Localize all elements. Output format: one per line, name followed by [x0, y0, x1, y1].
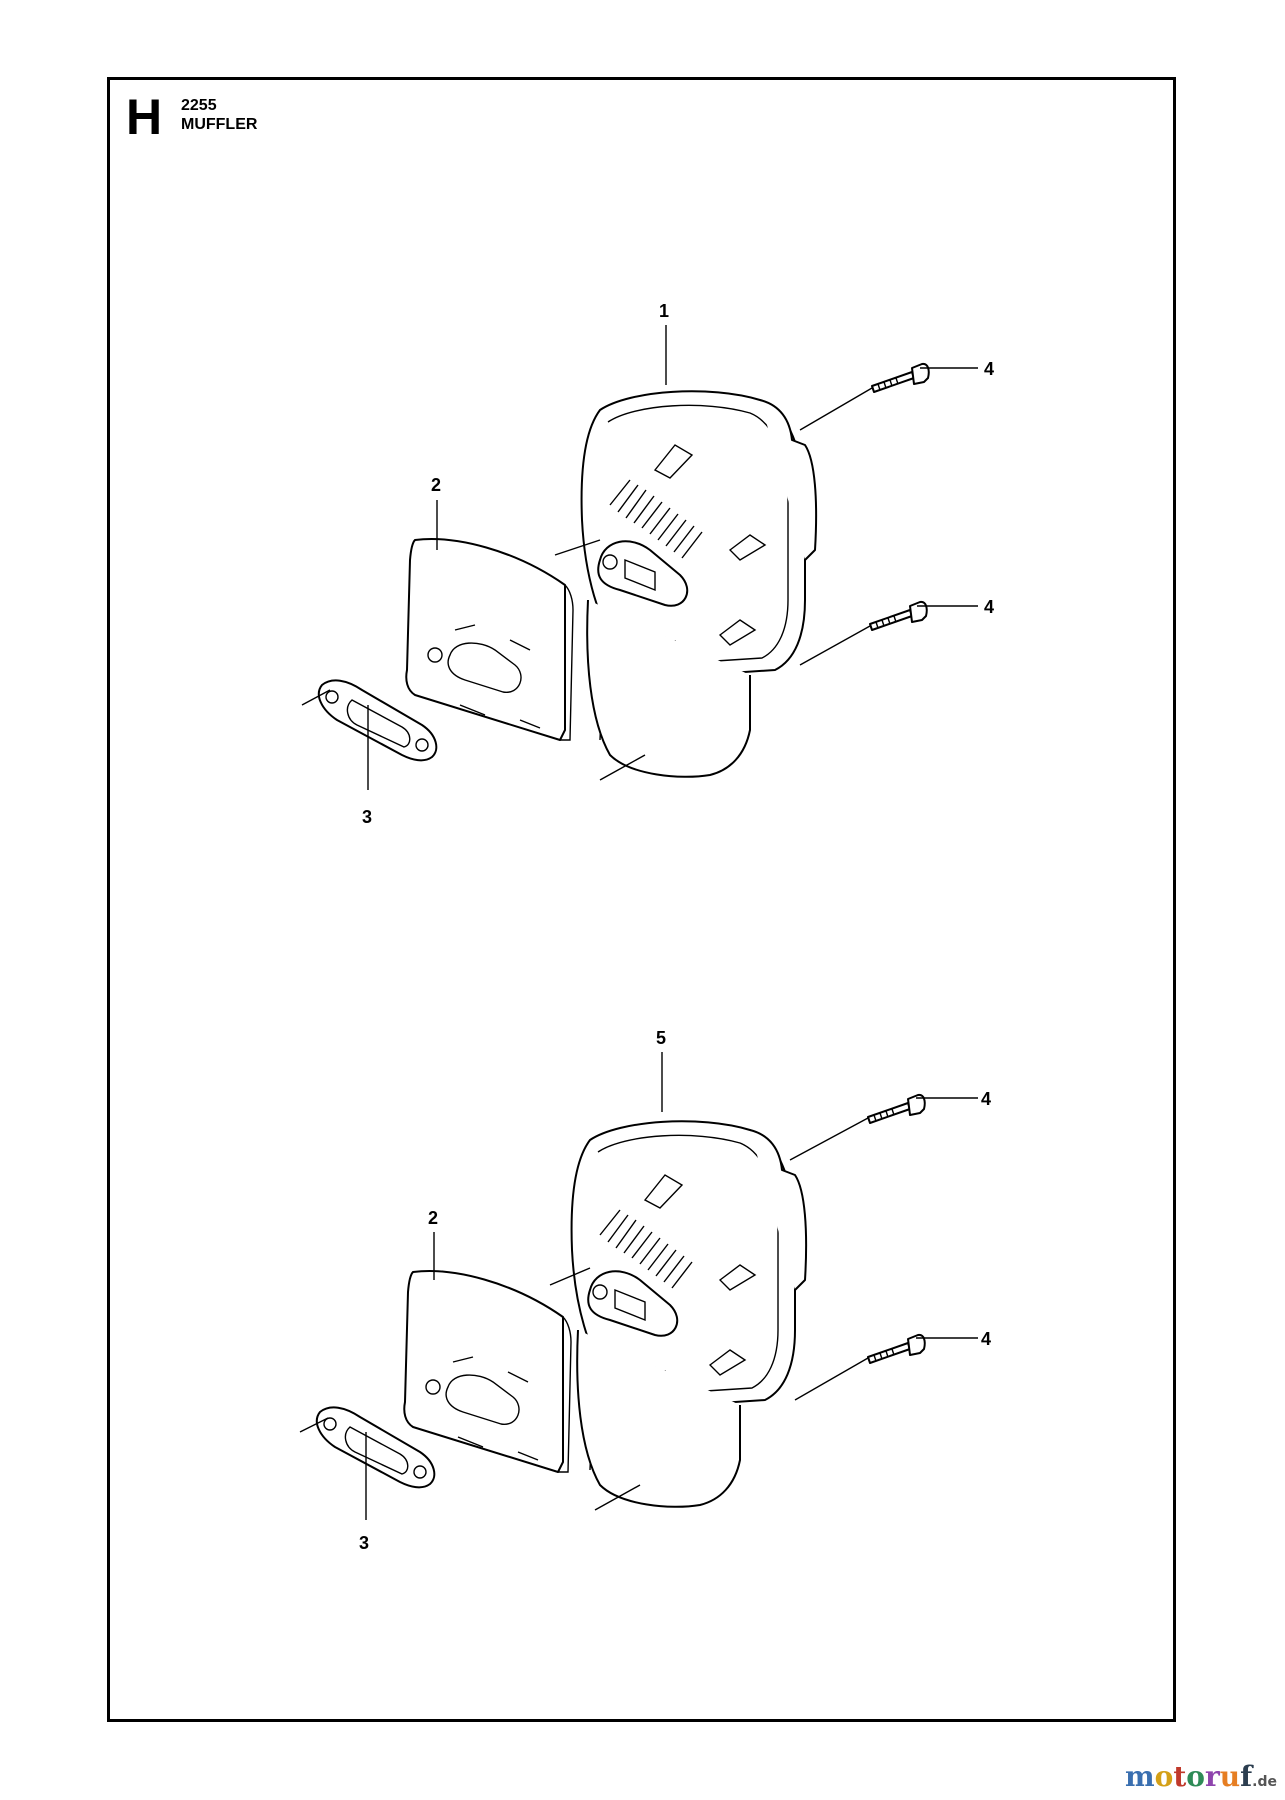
watermark-letter: r	[1204, 1760, 1220, 1793]
watermark-logo: motoruf.de	[1125, 1763, 1277, 1791]
watermark-letter: m	[1125, 1760, 1155, 1793]
heat-shield-icon	[405, 538, 574, 741]
callout-bolt-upper-bottom: 4	[981, 1089, 991, 1109]
callout-heat-shield-top: 2	[431, 475, 441, 495]
callout-heat-shield-bottom: 2	[428, 1208, 438, 1228]
diagram-frame	[107, 77, 1176, 1722]
watermark-letter: o	[1186, 1760, 1205, 1793]
callout-muffler-top: 1	[659, 301, 669, 321]
heat-shield-icon	[403, 1270, 572, 1473]
callout-bolt-lower-bottom: 4	[981, 1329, 991, 1349]
watermark-letter: o	[1154, 1760, 1174, 1793]
watermark-letter: f	[1240, 1760, 1253, 1793]
bolt-icon	[867, 1093, 926, 1124]
callout-gasket-bottom: 3	[359, 1533, 369, 1553]
callout-bolt-lower-top: 4	[984, 597, 994, 617]
callout-gasket-top: 3	[362, 807, 372, 827]
section-code: 2255	[181, 97, 217, 114]
watermark-tld: .de	[1252, 1774, 1277, 1790]
muffler-icon	[570, 1120, 808, 1508]
section-letter: H	[126, 89, 163, 145]
muffler-icon	[580, 390, 818, 778]
bolt-icon	[867, 1333, 926, 1364]
callout-bolt-upper-top: 4	[984, 359, 994, 379]
watermark-letter: u	[1219, 1760, 1241, 1793]
callout-muffler-bottom: 5	[656, 1028, 666, 1048]
section-title: MUFFLER	[181, 116, 258, 133]
watermark-letter: t	[1173, 1760, 1187, 1793]
